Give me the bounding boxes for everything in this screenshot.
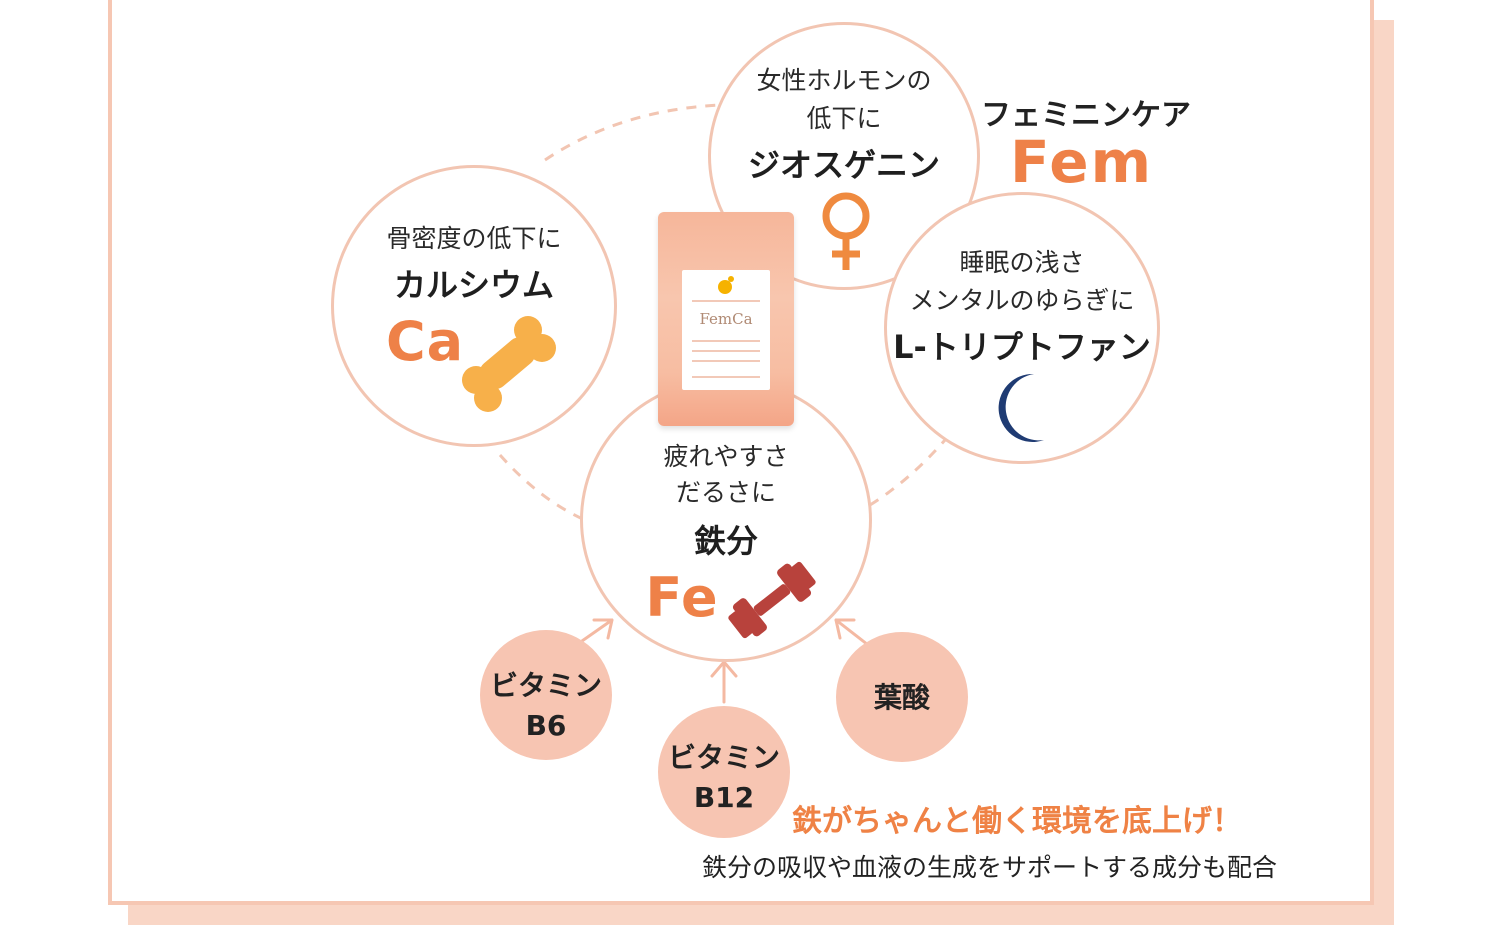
vitamin-b12-line1: ビタミン — [667, 741, 780, 774]
caption-headline: 鉄がちゃんと働く環境を底上げ！ — [792, 804, 1242, 839]
label-line — [692, 340, 760, 342]
female-symbol-icon — [822, 192, 870, 270]
diosgenin-subtitle-1: 女性ホルモンの — [756, 66, 932, 95]
vitamin-b12-line2: B12 — [693, 781, 755, 814]
femcare-title: フェミニンケア — [981, 98, 1191, 133]
dumbbell-icon — [728, 561, 816, 639]
label-line — [692, 350, 760, 352]
folic-acid-label: 葉酸 — [873, 681, 930, 714]
arrows — [570, 618, 874, 704]
iron-symbol: Fe — [645, 566, 719, 629]
crescent-moon-icon — [998, 373, 1044, 442]
caption-description: 鉄分の吸収や血液の生成をサポートする成分も配合 — [702, 853, 1278, 882]
product-package: FemCa — [658, 212, 794, 426]
logo-dot-small — [728, 276, 734, 282]
tryptophan-subtitle-2: メンタルのゆらぎに — [909, 286, 1135, 315]
bone-icon — [462, 316, 556, 412]
dashed-ring — [498, 103, 947, 522]
label-line — [692, 360, 760, 362]
tryptophan-circle — [884, 192, 1160, 464]
package-label: FemCa — [682, 270, 770, 390]
calcium-name: カルシウム — [393, 266, 554, 304]
label-line — [692, 300, 760, 302]
tryptophan-name: L-トリプトファン — [893, 328, 1151, 366]
diosgenin-name: ジオスゲニン — [747, 146, 940, 184]
calcium-symbol: Ca — [385, 310, 465, 373]
vitamin-b6-circle — [480, 630, 612, 760]
tryptophan-subtitle-1: 睡眠の浅さ — [959, 248, 1085, 277]
vitamin-b12-circle — [658, 706, 790, 838]
calcium-subtitle: 骨密度の低下に — [386, 224, 562, 253]
vitamin-b6-line1: ビタミン — [489, 669, 602, 702]
label-line — [692, 376, 760, 378]
product-brand: FemCa — [699, 310, 753, 328]
femcare-symbol: Fem — [1010, 128, 1154, 196]
diosgenin-subtitle-2: 低下に — [806, 104, 882, 133]
calcium-circle — [331, 165, 617, 447]
iron-subtitle-1: 疲れやすさ — [663, 442, 789, 471]
folic-acid-circle — [836, 632, 968, 762]
logo-dot — [718, 280, 732, 294]
vitamin-b6-line2: B6 — [525, 709, 567, 742]
iron-subtitle-2: だるさに — [675, 478, 776, 507]
arrow-b12 — [710, 660, 738, 704]
iron-name: 鉄分 — [693, 522, 758, 560]
